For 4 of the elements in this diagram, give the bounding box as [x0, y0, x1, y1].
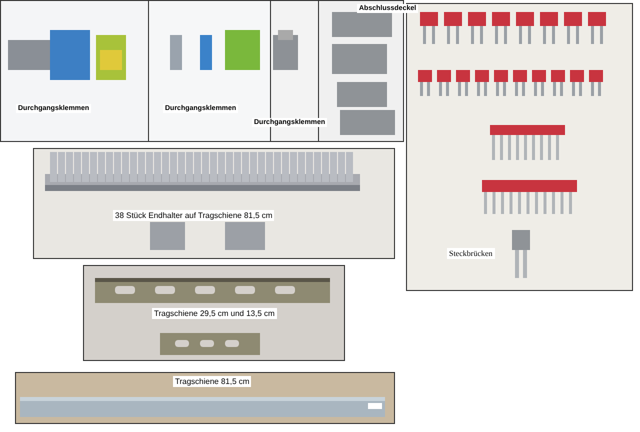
photo-caption: Tragschiene 81,5 cm [173, 376, 252, 387]
photo-caption: 38 Stück Endhalter auf Tragschiene 81,5 cm [113, 210, 274, 221]
photo-caption: Steckbrücken [447, 248, 495, 259]
photo-caption: Tragschiene 29,5 cm und 13,5 cm [152, 308, 277, 319]
